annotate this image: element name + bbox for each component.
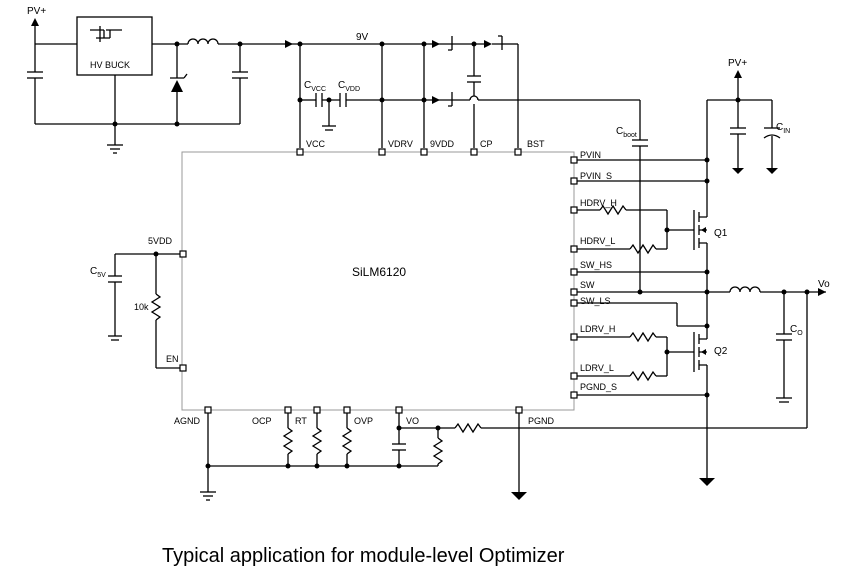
pv-input-left: PV+ [27, 6, 240, 127]
right-pins: PVIN PVIN_S HDRV_H HDRV_L SW_HS SW SW_LS… [570, 150, 617, 399]
cboot-label: Cboot [616, 126, 637, 139]
pv-plus-left-label: PV+ [27, 6, 46, 17]
pin-pvin-s: PVIN_S [580, 171, 612, 181]
pin-hdrv-h: HDRV_H [580, 198, 617, 208]
pin-9vdd: 9VDD [430, 139, 455, 149]
vo-label: Vo [818, 279, 830, 290]
chip-name: SiLM6120 [352, 265, 406, 279]
pin-sw: SW [580, 280, 595, 290]
diagram-caption: Typical application for module-level Opt… [162, 545, 565, 567]
co-label: CO [790, 324, 803, 337]
pin-sw-hs: SW_HS [580, 260, 612, 270]
pin-en: EN [166, 354, 179, 364]
pin-pvin: PVIN [580, 150, 601, 160]
pin-ldrv-l: LDRV_L [580, 363, 614, 373]
pin-ovp: OVP [354, 416, 373, 426]
pin-bst: BST [527, 139, 545, 149]
pv-plus-right-label: PV+ [728, 58, 747, 69]
pin-5vdd: 5VDD [148, 236, 173, 246]
pin-pgnd-s: PGND_S [580, 382, 617, 392]
r10k-label: 10k [134, 302, 149, 312]
q1-label: Q1 [714, 228, 728, 239]
pin-rt: RT [295, 416, 307, 426]
rail-9v-label: 9V [356, 32, 369, 43]
cp-capacitor [467, 44, 481, 148]
ic-body-outline [181, 151, 575, 411]
csv-label: C5V [90, 266, 106, 279]
buck-output-stage [152, 38, 293, 124]
pin-agnd: AGND [174, 416, 201, 426]
cvcc-label: CVCC [304, 80, 326, 93]
hv-buck-block: HV BUCK [76, 16, 153, 154]
pin-vdrv: VDRV [388, 139, 413, 149]
pin-cp: CP [480, 139, 493, 149]
pin-vcc: VCC [306, 139, 326, 149]
pin-vo: VO [406, 416, 419, 426]
vcc-vdd-row: CVCC CVDD [297, 80, 640, 131]
left-pins: 5VDD EN C5V 10k [90, 236, 187, 372]
cboot-capacitor: Cboot [616, 100, 648, 292]
pin-sw-ls: SW_LS [580, 296, 611, 306]
rail-9v: 9V [290, 32, 519, 148]
cin-label: CIN [776, 122, 790, 135]
q2-label: Q2 [714, 346, 728, 357]
pin-pgnd: PGND [528, 416, 555, 426]
hv-buck-label: HV BUCK [90, 60, 130, 70]
power-stage: PV+ CIN Q1 [577, 58, 830, 486]
top-pins: VCC VDRV 9VDD CP BST [296, 139, 545, 156]
cvdd-label: CVDD [338, 80, 360, 93]
bottom-pins: AGND OCP RT OVP VO PGND [174, 406, 807, 501]
pin-hdrv-l: HDRV_L [580, 236, 615, 246]
pin-ldrv-h: LDRV_H [580, 324, 615, 334]
pin-ocp: OCP [252, 416, 272, 426]
